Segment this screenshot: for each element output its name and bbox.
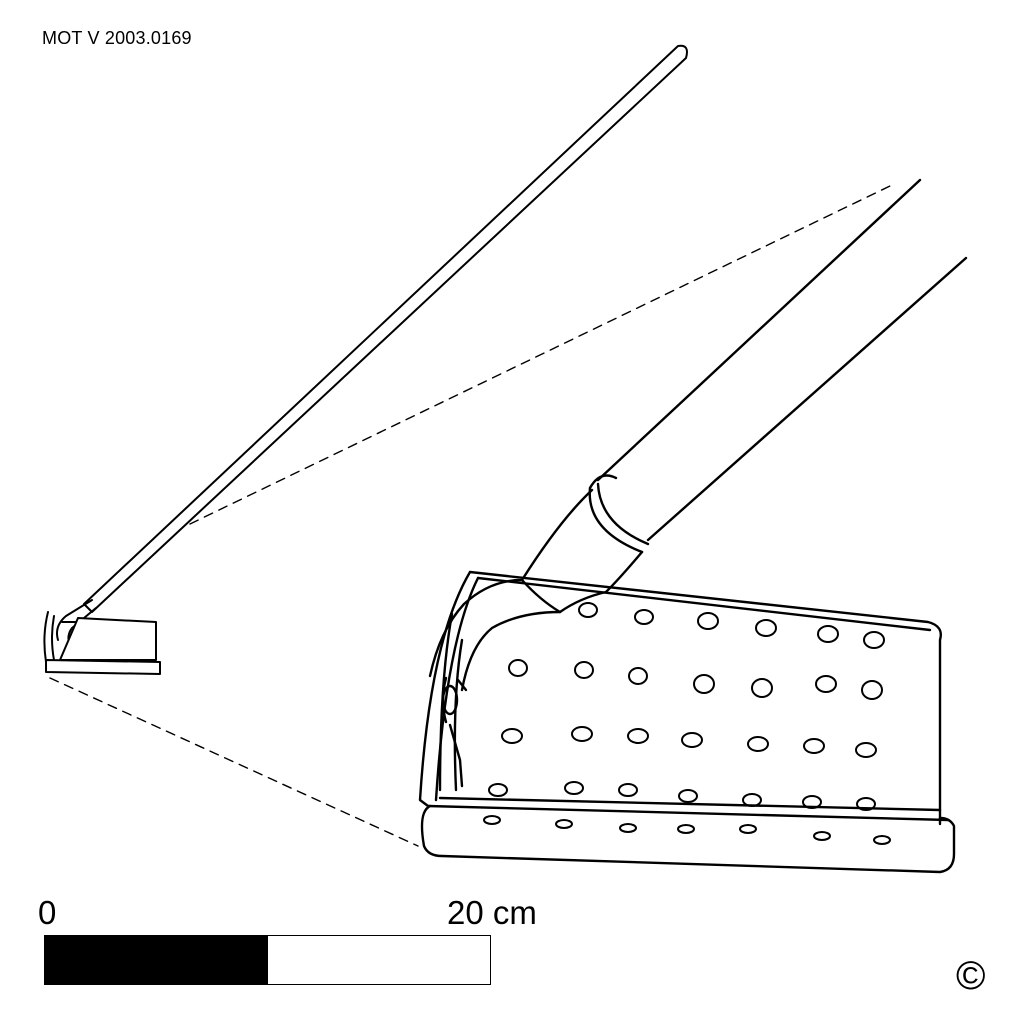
scale-end-label: 20 cm [447,894,537,931]
scale-bar-white-segment [267,936,490,984]
hoe-overview-drawing [43,44,688,675]
detail-projection-lines [49,185,891,847]
scale-bar [44,935,491,985]
copyright-icon: © [956,954,986,998]
hoe-blade-detail-drawing [418,178,968,874]
scale-bar-black-segment [45,936,268,984]
catalog-number: MOT V 2003.0169 [42,28,192,48]
scale-start-label: 0 [38,894,57,931]
